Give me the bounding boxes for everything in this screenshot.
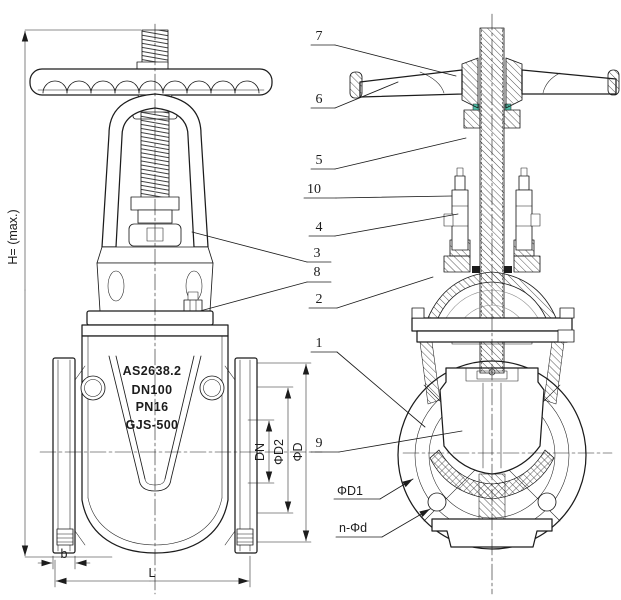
stem-nut-right bbox=[503, 109, 521, 129]
gland-stud-nut-right bbox=[504, 266, 512, 273]
bolt-hole-left bbox=[427, 492, 447, 512]
callout-part-6: 6 bbox=[310, 81, 399, 109]
dimension-pcd: ΦD2 bbox=[256, 386, 294, 514]
svg-text:1: 1 bbox=[316, 336, 323, 351]
body-wall-right bbox=[543, 341, 565, 405]
callout-part-1: 1 bbox=[310, 336, 426, 428]
callout-part-5: 5 bbox=[310, 137, 467, 170]
hub-cone-right bbox=[505, 57, 523, 109]
dimension-flange-thickness: b bbox=[37, 547, 91, 570]
marking-dn: DN100 bbox=[132, 383, 173, 397]
dimension-bolt-holes: n-Φd bbox=[335, 508, 431, 538]
flange-tab-right bbox=[557, 329, 575, 343]
svg-text:6: 6 bbox=[316, 92, 323, 107]
callout-part-7: 7 bbox=[310, 29, 457, 77]
flange-ear-left bbox=[411, 307, 425, 319]
svg-text:2: 2 bbox=[316, 292, 323, 307]
callout-part-8: 8 bbox=[199, 265, 332, 312]
marking-material: GJS-500 bbox=[126, 418, 179, 432]
svg-text:9: 9 bbox=[316, 436, 323, 451]
callout-part-9: 9 bbox=[310, 430, 463, 453]
flange-thickness-label: b bbox=[61, 547, 68, 561]
front-view: AS2638.2 DN100 PN16 GJS-500 bbox=[29, 29, 273, 554]
bonnet-flange bbox=[86, 310, 214, 326]
dimension-height: H= (max.) bbox=[6, 29, 142, 558]
bore-label: DN bbox=[253, 443, 267, 461]
svg-text:5: 5 bbox=[316, 153, 323, 168]
dimension-bore: DN bbox=[247, 419, 275, 484]
svg-text:8: 8 bbox=[314, 265, 321, 280]
body-wall-left bbox=[419, 341, 441, 405]
callout-part-3: 3 bbox=[191, 231, 332, 263]
handwheel-section bbox=[349, 57, 620, 109]
svg-text:10: 10 bbox=[307, 182, 321, 197]
right-flange bbox=[224, 357, 258, 554]
face-to-face-label: L bbox=[149, 566, 156, 580]
dimension-face-to-face: L bbox=[54, 555, 251, 588]
bonnet-rib-left bbox=[107, 270, 125, 302]
gland-stud-nut-left bbox=[472, 266, 480, 273]
stem-nut-left bbox=[463, 109, 481, 129]
centerlines bbox=[39, 13, 613, 595]
handwheel-scallops bbox=[42, 80, 260, 94]
left-flange bbox=[52, 357, 86, 554]
hub-cone-left bbox=[461, 57, 479, 109]
callout-part-10: 10 bbox=[303, 182, 453, 199]
dimension-raised-face: ΦD1 bbox=[333, 478, 414, 500]
dimension-flange-od: ΦD bbox=[256, 362, 312, 543]
svg-text:4: 4 bbox=[316, 220, 323, 235]
section-view bbox=[349, 27, 620, 550]
body-markings: AS2638.2 DN100 PN16 GJS-500 bbox=[123, 364, 182, 432]
height-dim-label: H= (max.) bbox=[6, 209, 20, 264]
raised-face-label: ΦD1 bbox=[337, 484, 363, 498]
svg-text:7: 7 bbox=[316, 29, 323, 44]
yoke-columns bbox=[443, 167, 541, 251]
bolt-hole-right bbox=[537, 492, 557, 512]
wedge-guide bbox=[108, 355, 202, 492]
part-callouts: 7 6 5 10 4 3 8 bbox=[191, 29, 467, 453]
flange-od-label: ΦD bbox=[291, 442, 305, 461]
pcd-label: ΦD2 bbox=[272, 439, 286, 465]
bolt-holes-label: n-Φd bbox=[339, 521, 367, 535]
marking-pn: PN16 bbox=[136, 400, 169, 414]
marking-standard: AS2638.2 bbox=[123, 364, 182, 378]
flange-ear-right bbox=[559, 307, 575, 319]
callout-part-2: 2 bbox=[308, 276, 434, 309]
callout-part-4: 4 bbox=[308, 213, 459, 237]
svg-text:3: 3 bbox=[314, 246, 321, 261]
